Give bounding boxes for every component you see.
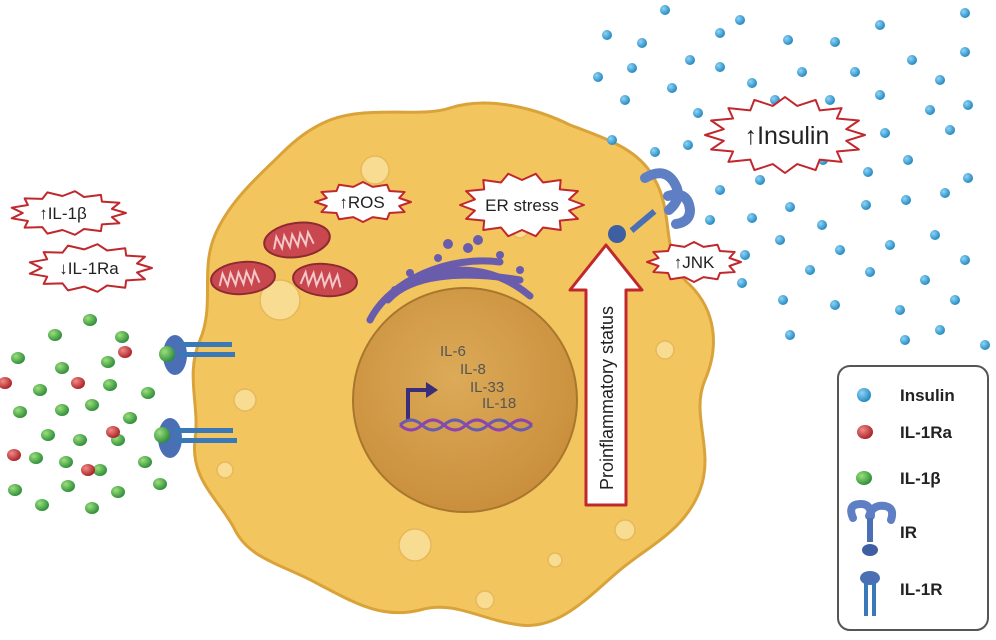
proinflammatory-arrow: Proinflammatory status bbox=[568, 243, 644, 507]
gene-label: IL-18 bbox=[482, 395, 516, 412]
gene-label: IL-8 bbox=[460, 361, 486, 378]
insulin-burst-label: ↑Insulin bbox=[745, 122, 830, 150]
ros-burst: ↑ROS bbox=[314, 181, 412, 223]
il1-receptor-lower bbox=[154, 418, 237, 458]
burst-labels: ↑IL-1β ↓IL-1Ra ↑ROS ER stress ↑Insulin ↑… bbox=[10, 96, 866, 293]
arrow-label: Proinflammatory status bbox=[597, 306, 617, 490]
il1ra-particles bbox=[0, 346, 132, 476]
burst-shape bbox=[704, 96, 866, 174]
il1b-particles bbox=[8, 314, 167, 514]
blue-dot-icon bbox=[857, 388, 871, 402]
burst-shape bbox=[28, 243, 153, 293]
burst-shape bbox=[314, 181, 412, 223]
il1ra-burst-label: ↓IL-1Ra bbox=[59, 259, 119, 278]
il1-receptor-icon bbox=[860, 571, 880, 616]
red-dot-icon bbox=[857, 425, 873, 439]
il1b-burst-label: ↑IL-1β bbox=[39, 204, 87, 223]
jnk-burst: ↑JNK bbox=[646, 241, 742, 283]
legend-label-il1b: IL-1β bbox=[900, 469, 941, 488]
mitochondria bbox=[210, 221, 358, 298]
burst-shape bbox=[459, 172, 585, 238]
insulin-burst: ↑Insulin bbox=[704, 96, 866, 174]
insulin-receptor bbox=[608, 168, 696, 243]
nucleus: IL-6 IL-8 IL-33 IL-18 bbox=[352, 287, 578, 513]
legend-label-insulin: Insulin bbox=[900, 386, 955, 405]
legend-label-ir: IR bbox=[900, 523, 917, 542]
legend-label-il1r: IL-1R bbox=[900, 580, 943, 599]
green-dot-icon bbox=[856, 471, 872, 485]
insulin-receptor-icon bbox=[847, 499, 897, 556]
il1-receptor-upper bbox=[159, 335, 235, 375]
er-stress-burst: ER stress bbox=[459, 172, 585, 238]
endoplasmic-reticulum bbox=[366, 235, 534, 324]
jnk-burst-label: ↑JNK bbox=[674, 253, 715, 272]
burst-shape bbox=[646, 241, 742, 283]
il1b-burst: ↑IL-1β bbox=[10, 190, 127, 236]
gene-label: IL-6 bbox=[440, 343, 466, 360]
gene-label: IL-33 bbox=[470, 379, 504, 396]
legend-label-il1ra: IL-1Ra bbox=[900, 423, 953, 442]
insulin-particles bbox=[593, 5, 990, 350]
ros-burst-label: ↑ROS bbox=[339, 193, 384, 212]
dna-helix-icon bbox=[398, 418, 534, 432]
er-stress-burst-label: ER stress bbox=[485, 196, 559, 215]
legend: Insulin IL-1Ra IL-1β IR IL-1R bbox=[837, 365, 989, 631]
il1ra-burst: ↓IL-1Ra bbox=[28, 243, 153, 293]
burst-shape bbox=[10, 190, 127, 236]
transcription-start-icon bbox=[406, 382, 438, 420]
